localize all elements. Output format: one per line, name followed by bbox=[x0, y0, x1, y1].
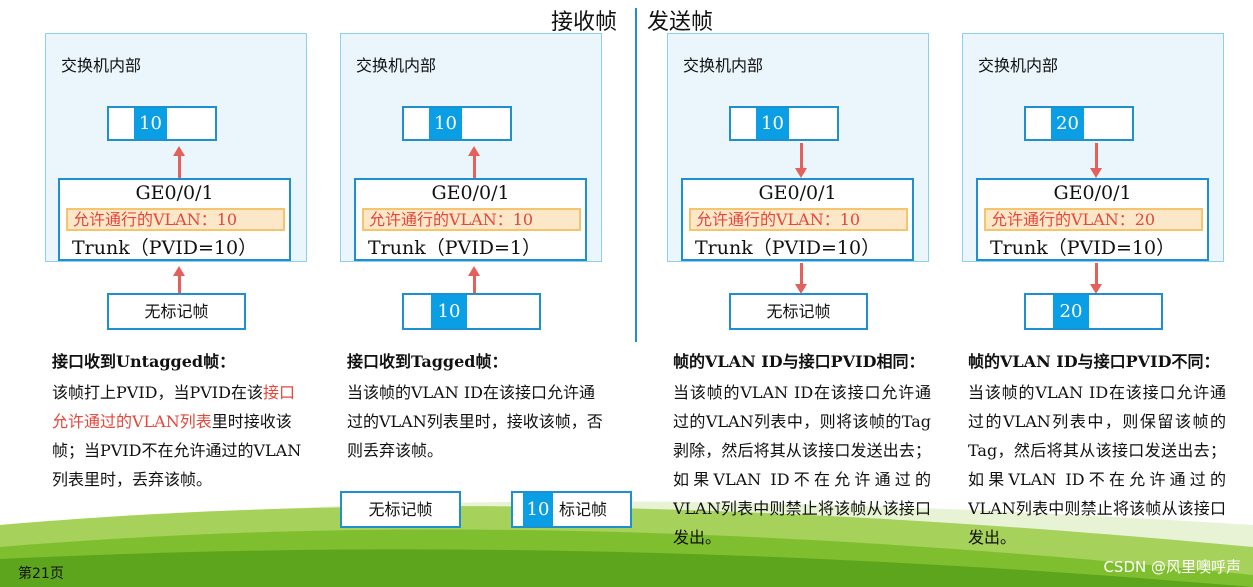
arrow-up-icon bbox=[468, 146, 480, 178]
highlight-text: 接口允许通过的VLAN列表 bbox=[52, 383, 295, 431]
text-title: 帧的VLAN ID与接口PVID不同： bbox=[968, 352, 1220, 371]
text-title: 接口收到Tagged帧： bbox=[347, 352, 508, 371]
arrow-up-icon bbox=[468, 266, 480, 293]
arrow-down-icon bbox=[795, 263, 807, 294]
arrow-down-icon bbox=[1090, 263, 1102, 294]
internal-frame-1: 10 bbox=[107, 106, 217, 141]
legend-untagged-frame: 无标记帧 bbox=[340, 491, 461, 528]
panel-title: 交换机内部 bbox=[356, 56, 437, 75]
trunk-pvid: Trunk（PVID=10） bbox=[72, 237, 258, 259]
vlan-tag: 20 bbox=[1053, 295, 1089, 328]
text-untagged-receive: 接口收到Untagged帧： 该帧打上PVID，当PVID在该接口允许通过的VL… bbox=[52, 347, 310, 494]
text-tagged-receive: 接口收到Tagged帧： 当该帧的VLAN ID在该接口允许通过的VLAN列表里… bbox=[347, 347, 605, 465]
trunk-pvid: Trunk（PVID=10） bbox=[990, 237, 1176, 259]
vlan-tag: 10 bbox=[756, 108, 789, 139]
internal-frame-3: 10 bbox=[729, 106, 839, 141]
internal-frame-2: 10 bbox=[402, 106, 512, 141]
legend-label: 标记帧 bbox=[559, 500, 608, 519]
arrow-up-icon bbox=[173, 266, 185, 293]
vlan-tag: 10 bbox=[431, 295, 467, 328]
vlan-tag: 20 bbox=[1051, 108, 1084, 139]
untagged-frame-box-3: 无标记帧 bbox=[729, 293, 868, 330]
text-body: 当该帧的VLAN ID在该接口允许通过的VLAN列表里时，接收该帧，否则丢弃该帧… bbox=[347, 383, 603, 460]
vlan-tag: 10 bbox=[523, 493, 553, 526]
allowed-vlan: 允许通行的VLAN：20 bbox=[984, 208, 1203, 231]
vlan-tag: 10 bbox=[134, 108, 167, 139]
panel-title: 交换机内部 bbox=[61, 56, 142, 75]
port-box-2: GE0/0/1 允许通行的VLAN：10 Trunk（PVID=1） bbox=[354, 178, 587, 261]
panel-title: 交换机内部 bbox=[978, 56, 1059, 75]
port-name: GE0/0/1 bbox=[1053, 182, 1132, 204]
port-box-1: GE0/0/1 允许通行的VLAN：10 Trunk（PVID=10） bbox=[58, 178, 291, 261]
panel-title: 交换机内部 bbox=[683, 56, 764, 75]
text-title: 接口收到Untagged帧： bbox=[52, 352, 236, 371]
center-divider bbox=[635, 8, 637, 342]
text-title: 帧的VLAN ID与接口PVID相同： bbox=[673, 352, 925, 371]
legend-tagged-frame: 10 标记帧 bbox=[511, 491, 632, 528]
tagged-frame-box-2: 10 bbox=[402, 293, 541, 330]
port-name: GE0/0/1 bbox=[758, 182, 837, 204]
allowed-vlan: 允许通行的VLAN：10 bbox=[66, 208, 285, 231]
text-body: 当该帧的VLAN ID在该接口允许通过的VLAN列表中，则将该帧的Tag剥除，然… bbox=[673, 383, 931, 547]
allowed-vlan: 允许通行的VLAN：10 bbox=[362, 208, 581, 231]
arrow-up-icon bbox=[173, 146, 185, 178]
text-body: 当该帧的VLAN ID在该接口允许通过的VLAN列表中，则保留该帧的Tag，然后… bbox=[968, 383, 1226, 547]
text-send-different: 帧的VLAN ID与接口PVID不同： 当该帧的VLAN ID在该接口允许通过的… bbox=[968, 347, 1226, 571]
internal-frame-4: 20 bbox=[1024, 106, 1134, 141]
receive-heading: 接收帧 bbox=[551, 10, 618, 35]
tagged-frame-box-4: 20 bbox=[1024, 293, 1163, 330]
trunk-pvid: Trunk（PVID=10） bbox=[695, 237, 881, 259]
text-send-same: 帧的VLAN ID与接口PVID相同： 当该帧的VLAN ID在该接口允许通过的… bbox=[673, 347, 931, 587]
send-heading: 发送帧 bbox=[647, 10, 714, 35]
port-name: GE0/0/1 bbox=[135, 182, 214, 204]
arrow-down-icon bbox=[1090, 143, 1102, 178]
port-box-4: GE0/0/1 允许通行的VLAN：20 Trunk（PVID=10） bbox=[976, 178, 1209, 261]
allowed-vlan: 允许通行的VLAN：10 bbox=[689, 208, 908, 231]
port-name: GE0/0/1 bbox=[431, 182, 510, 204]
watermark: CSDN @风里噢呼声 bbox=[1103, 558, 1241, 576]
text-body: 该帧打上PVID，当PVID在该接口允许通过的VLAN列表里时接收该帧；当PVI… bbox=[52, 383, 302, 489]
arrow-down-icon bbox=[795, 143, 807, 178]
vlan-tag: 10 bbox=[429, 108, 462, 139]
trunk-pvid: Trunk（PVID=1） bbox=[368, 237, 541, 259]
page-number: 第21页 bbox=[18, 566, 64, 582]
untagged-frame-box-1: 无标记帧 bbox=[107, 293, 246, 330]
port-box-3: GE0/0/1 允许通行的VLAN：10 Trunk（PVID=10） bbox=[681, 178, 914, 261]
